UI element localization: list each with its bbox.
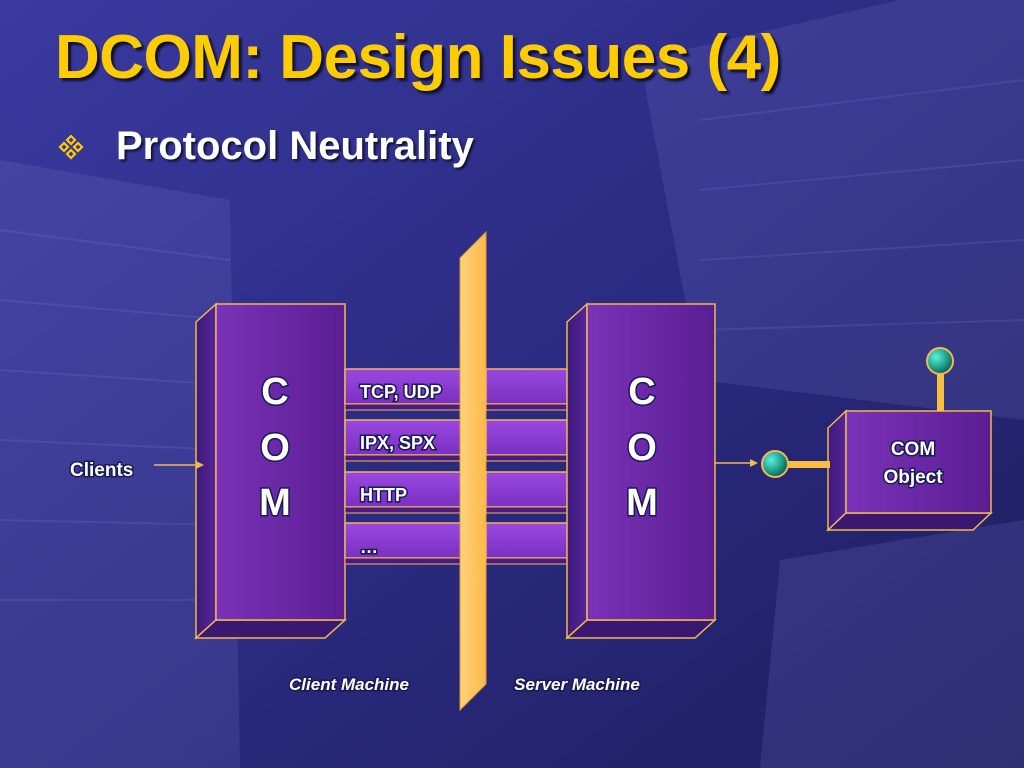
machine-divider bbox=[459, 230, 487, 712]
client-com-letter-m: M bbox=[259, 482, 291, 524]
protocol-bars-right bbox=[485, 368, 571, 565]
server-to-object-arrow bbox=[715, 459, 758, 467]
com-object-label-line1: COM bbox=[891, 439, 935, 460]
slide-title: DCOM: Design Issues (4) bbox=[55, 23, 781, 92]
clients-arrow bbox=[154, 461, 204, 469]
interface-connector-left bbox=[761, 450, 830, 478]
server-com-letter-m: M bbox=[626, 482, 658, 524]
protocol-label-tcp-udp: TCP, UDP bbox=[360, 382, 442, 402]
protocol-label-ellipsis: … bbox=[360, 537, 378, 557]
bullet-text: Protocol Neutrality bbox=[116, 124, 474, 168]
server-com-letter-c: C bbox=[628, 371, 655, 413]
server-com-letter-o: O bbox=[627, 427, 657, 469]
diamond-cluster-icon bbox=[58, 133, 84, 160]
bullet-item: Protocol Neutrality bbox=[58, 124, 474, 169]
server-com-box bbox=[565, 302, 717, 640]
com-object-box bbox=[826, 409, 993, 532]
client-machine-label: Client Machine bbox=[289, 675, 409, 694]
client-com-letter-o: O bbox=[260, 427, 290, 469]
server-machine-label: Server Machine bbox=[514, 675, 640, 694]
protocol-label-http: HTTP bbox=[360, 485, 407, 505]
clients-label: Clients bbox=[70, 460, 133, 481]
client-com-letter-c: C bbox=[261, 371, 288, 413]
protocol-label-ipx-spx: IPX, SPX bbox=[360, 433, 435, 453]
client-com-box bbox=[194, 302, 347, 640]
com-object-label-line2: Object bbox=[883, 467, 943, 488]
interface-connector-top bbox=[926, 347, 954, 411]
